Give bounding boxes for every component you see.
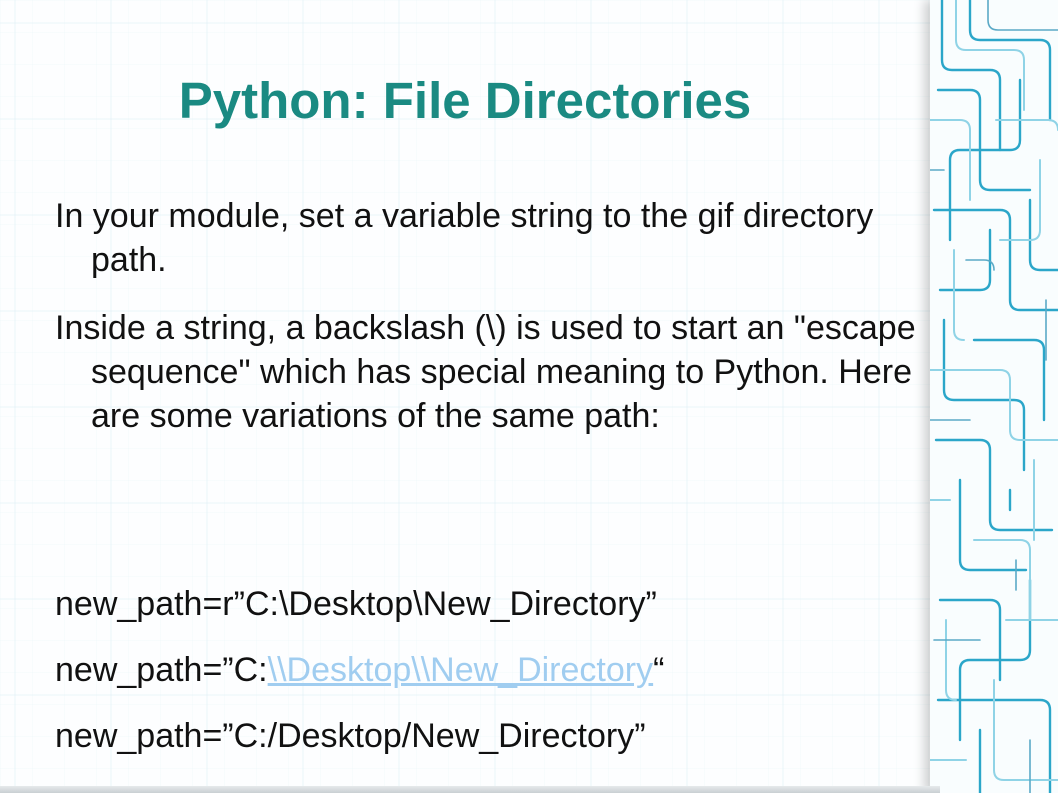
code-suffix: “ bbox=[653, 651, 665, 689]
circuit-pattern-icon bbox=[930, 0, 1058, 793]
code-line-escaped-string: new_path=”C:\\Desktop\\New_Directory“ bbox=[55, 648, 664, 692]
code-line-forward-slash: new_path=”C:/Desktop/New_Directory” bbox=[55, 717, 646, 755]
slide-title: Python: File Directories bbox=[178, 72, 752, 129]
bullet-paragraph: Inside a string, a backslash (\) is used… bbox=[55, 309, 916, 435]
code-line-raw-string: new_path=r”C:\Desktop\New_Directory” bbox=[55, 585, 657, 623]
circuit-pattern-decoration bbox=[930, 0, 1058, 793]
path-link[interactable]: \\Desktop\\New_Directory bbox=[267, 651, 654, 689]
background-veil bbox=[0, 0, 930, 793]
slide-bottom-shadow bbox=[0, 786, 940, 793]
code-prefix: new_path=”C: bbox=[55, 651, 268, 689]
bullet-paragraph: In your module, set a variable string to… bbox=[55, 197, 874, 279]
